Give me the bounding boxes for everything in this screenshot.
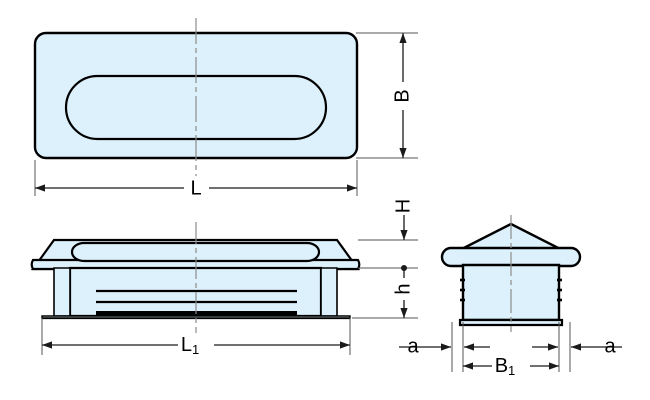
front-view-base-plate — [41, 315, 351, 319]
dimension-b-label: B — [391, 89, 413, 102]
dimension-l-label: L — [190, 177, 201, 199]
dimension-l1: L1 — [42, 333, 350, 358]
dimension-h-label: H — [392, 199, 414, 213]
dimension-l1-symbol: L — [181, 334, 192, 356]
dimension-b: B — [390, 33, 416, 158]
dimension-a-left: a — [399, 335, 490, 357]
dimension-a-right-label: a — [604, 335, 616, 357]
dimension-b1: B1 — [463, 354, 559, 379]
end-view — [440, 215, 582, 372]
front-view-body-left-shoulder — [53, 267, 71, 317]
dimension-b-label-mask — [390, 82, 416, 110]
end-view-base-plate — [458, 318, 564, 327]
top-view — [33, 18, 418, 196]
front-view-body-right-shoulder — [320, 267, 338, 317]
dimension-a-right: a — [532, 335, 622, 357]
dimension-h-lower: h — [392, 265, 417, 318]
dimension-l1-subscript: 1 — [192, 342, 199, 357]
dimension-a-left-label: a — [407, 335, 419, 357]
front-view-extension-lines — [41, 239, 418, 355]
dimension-l-label-mask — [184, 176, 209, 201]
dimension-b1-symbol: B — [495, 355, 508, 377]
dimension-l1-label-group: L1 — [181, 334, 199, 357]
dimension-h-lower-label-mask — [392, 278, 417, 300]
dimension-h-upper: H — [392, 197, 417, 240]
front-view — [30, 222, 418, 355]
dimension-l: L — [35, 176, 357, 201]
dimension-l1-label-mask — [178, 333, 214, 358]
dimension-b1-label-mask — [492, 354, 530, 379]
dimension-h-lower-label: h — [392, 283, 414, 294]
top-view-extension-lines — [34, 32, 418, 196]
dimension-b1-label-group: B1 — [495, 355, 516, 378]
end-view-right-ribs — [557, 278, 562, 302]
end-view-left-ribs — [460, 278, 465, 302]
dimension-b1-subscript: 1 — [508, 363, 515, 378]
dimension-h-label-mask — [392, 197, 417, 215]
